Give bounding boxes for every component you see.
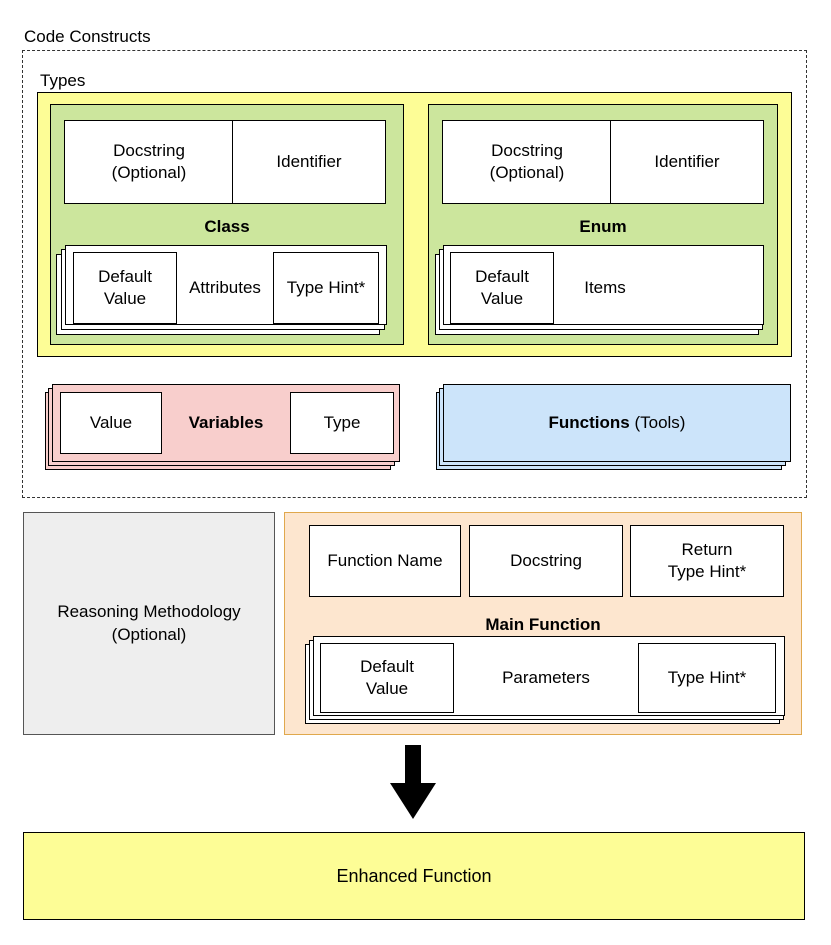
main-function-docstring-box: Docstring <box>469 525 623 597</box>
parameters-label: Parameters <box>502 668 590 687</box>
class-attributes-label: Attributes <box>189 278 261 297</box>
enum-default-value-box: Default Value <box>450 252 554 324</box>
main-function-return-type-box: Return Type Hint* <box>630 525 784 597</box>
enum-items-label: Items <box>584 278 626 297</box>
enum-docstring-box: Docstring (Optional) <box>442 120 612 204</box>
functions-container: Functions (Tools) <box>443 384 791 462</box>
functions-suffix: (Tools) <box>629 413 686 432</box>
parameters-type-hint-box: Type Hint* <box>638 643 776 713</box>
class-docstring-box: Docstring (Optional) <box>64 120 234 204</box>
parameters-default-value-box: Default Value <box>320 643 454 713</box>
class-label: Class <box>204 217 250 236</box>
class-identifier-box: Identifier <box>232 120 386 204</box>
class-default-value-box: Default Value <box>73 252 177 324</box>
code-constructs-title: Code Constructs <box>24 27 151 46</box>
main-function-name-box: Function Name <box>309 525 461 597</box>
reasoning-methodology-box: Reasoning Methodology (Optional) <box>23 512 275 735</box>
functions-label: Functions <box>548 413 630 432</box>
main-function-label: Main Function <box>485 615 601 634</box>
enum-identifier-box: Identifier <box>610 120 764 204</box>
variables-label: Variables <box>188 413 264 432</box>
class-type-hint-box: Type Hint* <box>273 252 379 324</box>
code-constructs-group <box>22 50 807 498</box>
variables-type-box: Type <box>290 392 394 454</box>
enum-label: Enum <box>579 217 627 236</box>
types-title: Types <box>40 71 86 90</box>
variables-value-box: Value <box>60 392 162 454</box>
enhanced-function-box: Enhanced Function <box>23 832 805 920</box>
down-arrow-icon <box>390 745 436 819</box>
